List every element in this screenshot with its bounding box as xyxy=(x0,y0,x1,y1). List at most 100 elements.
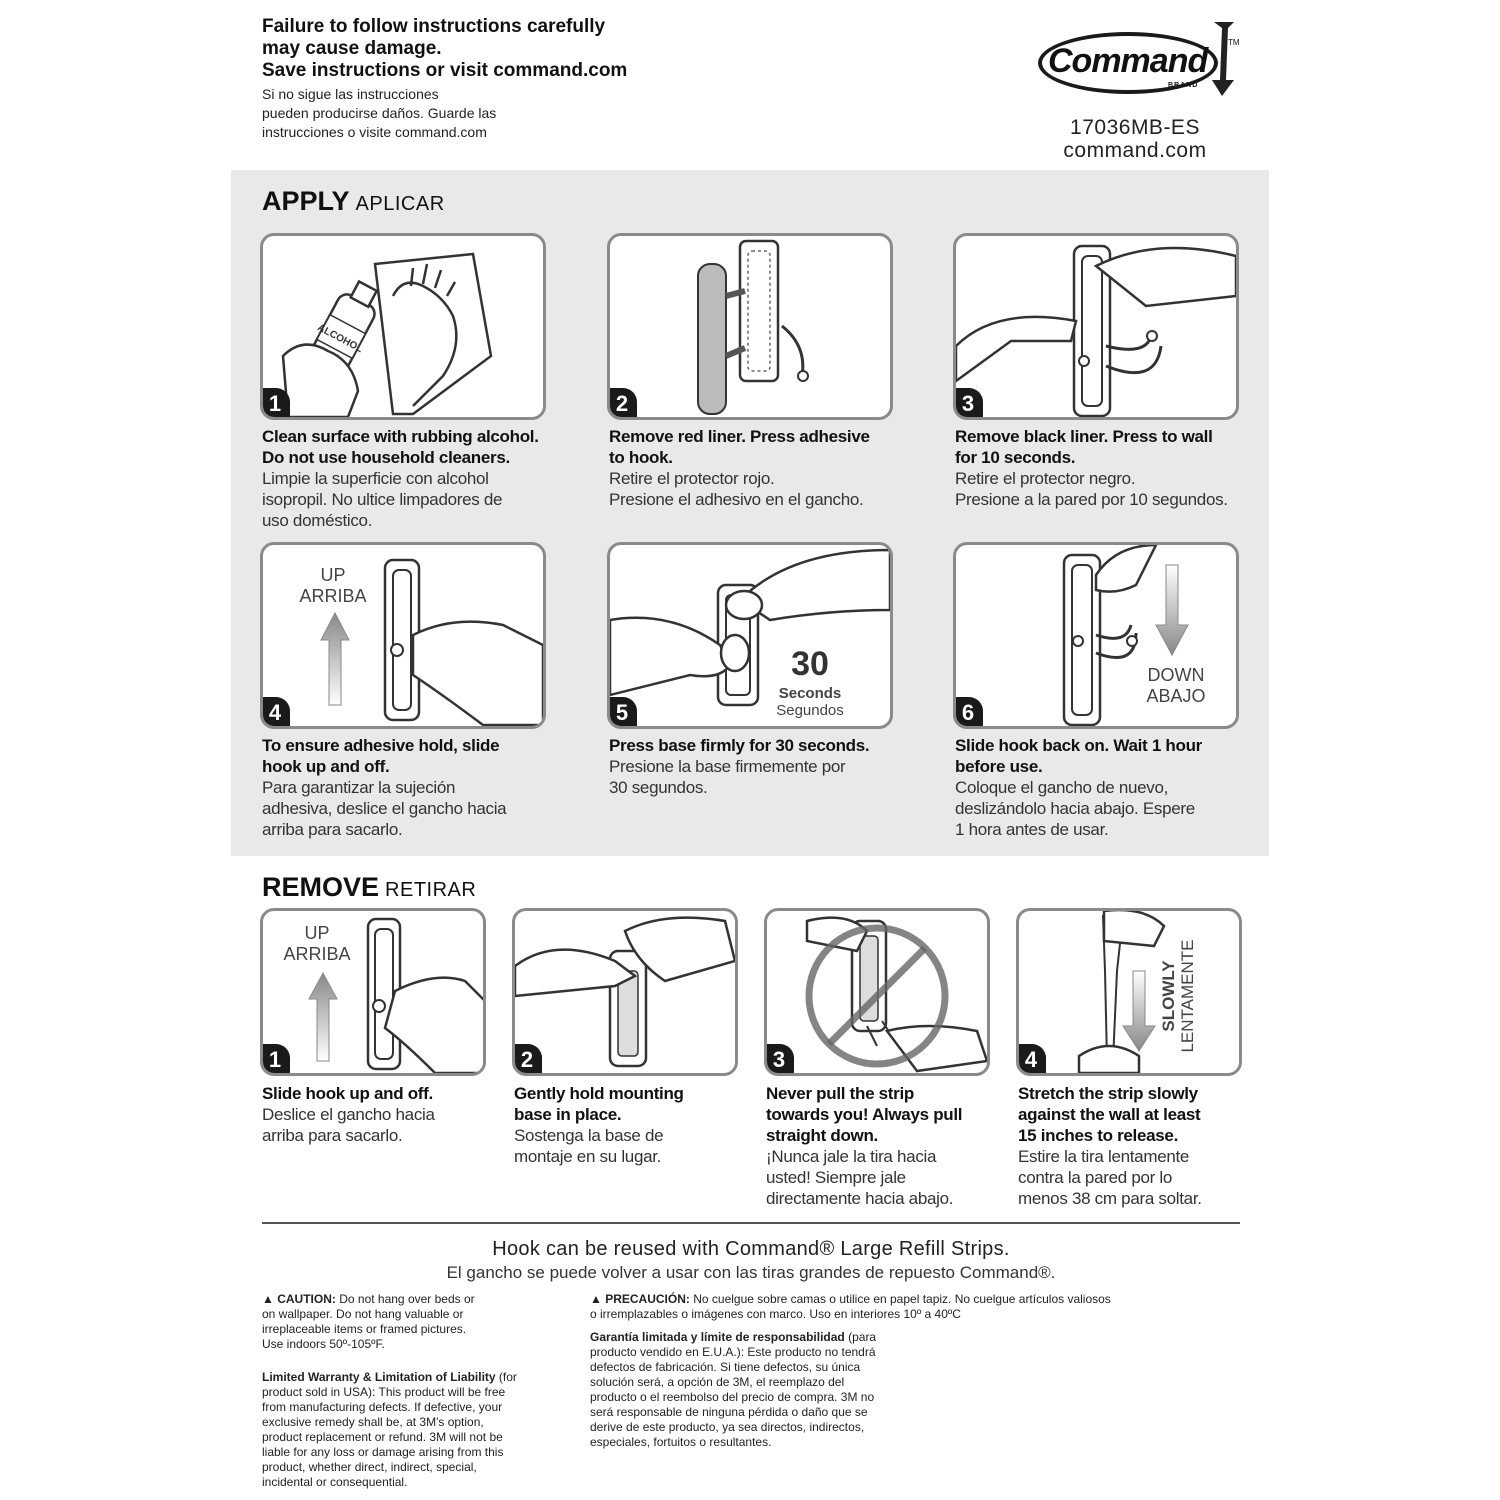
apply-step-2-caption: Remove red liner. Press adhesive to hook… xyxy=(609,426,899,510)
step-number-badge: 2 xyxy=(610,388,637,417)
warranty-line: exclusive remedy shall be, at 3M's optio… xyxy=(262,1415,484,1429)
apply-step-4-panel: UP ARRIBA 4 xyxy=(260,542,546,729)
caption-es-line: Presione la base firmemente por xyxy=(609,757,846,776)
apply-step-3-panel: 3 xyxy=(953,233,1239,420)
header-warning: Failure to follow instructions carefully… xyxy=(262,16,782,142)
caption-es-line: 1 hora antes de usar. xyxy=(955,820,1109,839)
caption-es-line: arriba para sacarlo. xyxy=(262,1126,403,1145)
warranty-line: incidental or consequential. xyxy=(262,1475,408,1489)
clean-surface-illustration: ALCOHOL xyxy=(281,252,493,417)
hold-base-illustration xyxy=(515,916,735,1068)
caption-es-line: Presione el adhesivo en el gancho. xyxy=(609,490,864,509)
caption-es-line: Presione a la pared por 10 segundos. xyxy=(955,490,1228,509)
warranty-line: product sold in USA): This product will … xyxy=(262,1385,506,1399)
caption-es-line: uso doméstico. xyxy=(262,511,373,530)
slide-up-illustration xyxy=(320,558,543,726)
step-number-badge: 4 xyxy=(263,697,290,726)
caption-es-line: Coloque el gancho de nuevo, xyxy=(955,778,1169,797)
caption-en-line: Clean surface with rubbing alcohol. xyxy=(262,427,539,446)
warranty-heading: Limited Warranty & Limitation of Liabili… xyxy=(262,1370,496,1384)
remove-title-en: REMOVE xyxy=(262,872,380,902)
thirty-number: 30 xyxy=(791,645,829,683)
caption-en-line: base in place. xyxy=(514,1105,622,1124)
caption-es-line: usted! Siempre jale xyxy=(766,1168,906,1187)
apply-step-6-panel: DOWN ABAJO 6 xyxy=(953,542,1239,729)
seconds-label: Seconds Segundos xyxy=(760,685,860,719)
caption-es-line: isopropil. No ultice limpadores de xyxy=(262,490,503,509)
caption-es-line: Deslice el gancho hacia xyxy=(262,1105,435,1124)
warning-en-line: Save instructions or visit command.com xyxy=(262,60,628,81)
remove-step-2-caption: Gently hold mounting base in place. Sost… xyxy=(514,1083,734,1167)
logo-arrow-icon xyxy=(1212,22,1234,96)
warning-en-line: may cause damage. xyxy=(262,38,442,59)
garantia-line: (para xyxy=(848,1330,877,1344)
caption-es-line: montaje en su lugar. xyxy=(514,1147,662,1166)
slowly-label-text: SLOWLY LENTAMENTE xyxy=(1159,931,1197,1061)
step-number-badge: 3 xyxy=(956,388,983,417)
caption-en-line: Remove black liner. Press to wall xyxy=(955,427,1213,446)
caption-es-line: contra la pared por lo xyxy=(1018,1168,1173,1187)
apply-step-2-panel: 2 xyxy=(607,233,893,420)
do-not-pull-illustration xyxy=(805,916,987,1073)
step-number-badge: 4 xyxy=(1019,1044,1046,1073)
garantia-block: Garantía limitada y límite de responsabi… xyxy=(590,1330,930,1450)
remove-step-3-panel: 3 xyxy=(764,908,990,1076)
remove-step-4-caption: Stretch the strip slowly against the wal… xyxy=(1018,1083,1248,1209)
caption-en-line: Slide hook back on. Wait 1 hour xyxy=(955,736,1202,755)
caption-en-line: Gently hold mounting xyxy=(514,1084,684,1103)
footer-divider xyxy=(262,1222,1240,1224)
slowly-label-es: LENTAMENTE xyxy=(1178,939,1197,1053)
caution-line: Do not hang over beds or xyxy=(339,1292,475,1306)
model-info: 17036MB-ES command.com xyxy=(1040,116,1230,162)
garantia-line: solución será, a opción de 3M, el reempl… xyxy=(590,1375,845,1389)
down-label-es: ABAJO xyxy=(1146,686,1206,706)
caution-line: on wallpaper. Do not hang valuable or xyxy=(262,1307,464,1321)
caption-es-line: Estire la tira lentamente xyxy=(1018,1147,1190,1166)
precaucion-line: o irremplazables o imágenes con marco. U… xyxy=(590,1307,961,1321)
up-label-es: ARRIBA xyxy=(283,944,351,964)
precaucion-line: No cuelgue sobre camas o utilice en pape… xyxy=(693,1292,1111,1306)
caption-es-line: Limpie la superficie con alcohol xyxy=(262,469,489,488)
caption-en-line: straight down. xyxy=(766,1126,878,1145)
remove-step-3-caption: Never pull the strip towards you! Always… xyxy=(766,1083,986,1209)
caption-es-line: deslizándolo hacia abajo. Espere xyxy=(955,799,1195,818)
command-logo: Command BRAND TM xyxy=(1030,20,1240,100)
step-number-badge: 1 xyxy=(263,1044,290,1073)
warning-es-line: Si no sigue las instrucciones xyxy=(262,86,439,102)
apply-title-es: APLICAR xyxy=(355,193,445,215)
adhesive-to-hook-illustration xyxy=(697,239,809,415)
step-number-badge: 6 xyxy=(956,697,983,726)
warning-es-line: pueden producirse daños. Guarde las xyxy=(262,105,497,121)
caption-en-line: for 10 seconds. xyxy=(955,448,1076,467)
step-number-badge: 2 xyxy=(515,1044,542,1073)
warranty-line: product, whether direct, indirect, speci… xyxy=(262,1460,477,1474)
warranty-line: from manufacturing defects. If defective… xyxy=(262,1400,503,1414)
model-number: 17036MB-ES xyxy=(1070,116,1200,139)
warning-es: Si no sigue las instrucciones pueden pro… xyxy=(262,85,782,142)
caption-es-line: directamente hacia abajo. xyxy=(766,1189,954,1208)
remove-step-1-caption: Slide hook up and off. Deslice el gancho… xyxy=(262,1083,482,1146)
caption-es-line: Retire el protector rojo. xyxy=(609,469,775,488)
up-label: UP ARRIBA xyxy=(293,565,373,607)
caution-heading: ▲ CAUTION: xyxy=(262,1292,336,1306)
seconds-label-en: Seconds xyxy=(778,685,842,702)
up-label-en: UP xyxy=(304,923,330,943)
up-label: UP ARRIBA xyxy=(277,923,357,965)
caption-en-line: to hook. xyxy=(609,448,673,467)
caution-line: Use indoors 50º-105ºF. xyxy=(262,1337,385,1351)
caution-line: irreplaceable items or framed pictures. xyxy=(262,1322,467,1336)
caption-en-line: hook up and off. xyxy=(262,757,390,776)
remove-step-4-panel: SLOWLY LENTAMENTE 4 xyxy=(1016,908,1242,1076)
garantia-line: producto o el reembolso del precio de co… xyxy=(590,1390,875,1404)
caption-es-line: 30 segundos. xyxy=(609,778,708,797)
garantia-line: producto vendido en E.U.A.): Este produc… xyxy=(590,1345,876,1359)
caption-es-line: adhesiva, deslice el gancho hacia xyxy=(262,799,507,818)
step-number-badge: 1 xyxy=(263,388,290,417)
reuse-note-en: Hook can be reused with Command® Large R… xyxy=(492,1238,1010,1260)
caption-es-line: Sostenga la base de xyxy=(514,1126,664,1145)
apply-step-6-caption: Slide hook back on. Wait 1 hour before u… xyxy=(955,735,1245,840)
precaucion-heading: ▲ PRECAUCIÓN: xyxy=(590,1292,690,1306)
press-to-wall-illustration xyxy=(956,244,1236,417)
